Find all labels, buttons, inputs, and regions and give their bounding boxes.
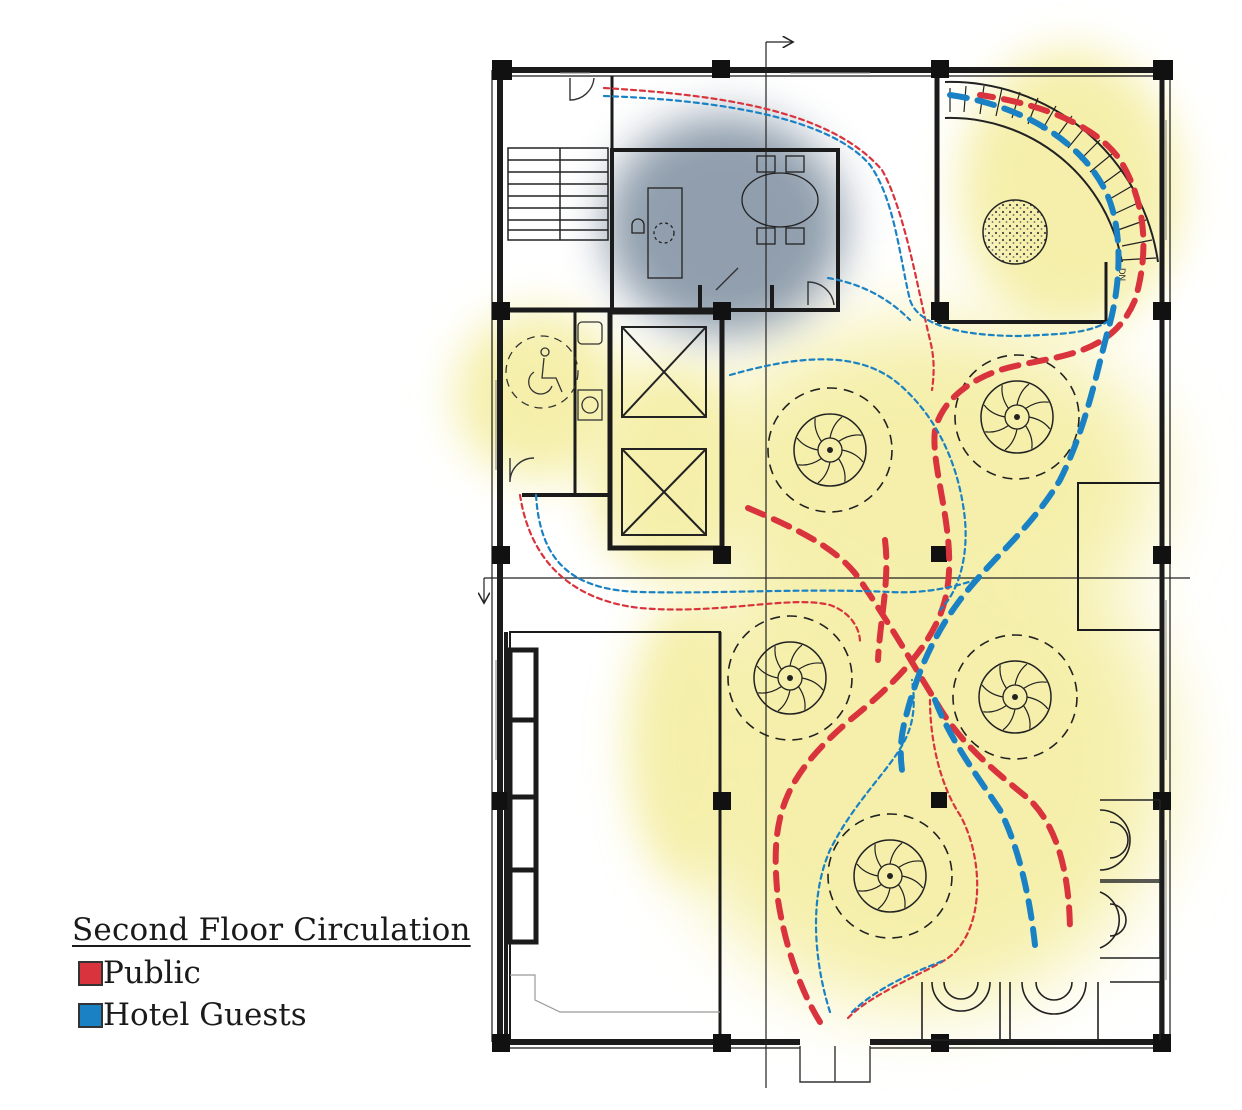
light-wash	[455, 50, 1180, 1010]
public-path-main	[772, 92, 1147, 1025]
guest-path-west	[534, 493, 977, 594]
guest-path-core	[728, 358, 967, 612]
round-table-1	[767, 387, 893, 513]
booth-seating	[921, 799, 1161, 1041]
round-table-5	[827, 813, 953, 939]
legend: Second Floor Circulation Public Hotel Gu…	[72, 912, 471, 1032]
glow-stair	[960, 50, 1180, 330]
legend-label-public: Public	[103, 955, 201, 991]
restroom-fixtures	[505, 321, 603, 421]
lounge-tables	[727, 354, 1080, 939]
hotel-guests-swatch	[78, 1002, 103, 1028]
circulation-public	[518, 86, 1147, 1025]
diagram-title: Second Floor Circulation	[72, 912, 471, 948]
round-table-3	[727, 615, 853, 741]
circulation-guests	[534, 92, 1122, 1014]
public-swatch	[78, 960, 103, 986]
structural-columns	[492, 60, 1173, 1052]
public-path-west	[518, 493, 862, 644]
guest-path-main	[897, 92, 1122, 773]
public-path-south	[875, 537, 890, 663]
stair-dn-label: DN	[1117, 268, 1127, 281]
elevators	[621, 326, 707, 536]
glow-west	[630, 600, 750, 880]
public-path-lower	[846, 698, 979, 1020]
round-table-4	[952, 634, 1078, 760]
public-path-north	[602, 86, 935, 392]
round-table-2	[954, 354, 1080, 480]
guest-path-lower	[814, 678, 915, 1014]
guest-path-north	[602, 94, 1112, 338]
glow-lounge-lower	[670, 510, 1170, 1010]
legend-item-hotel-guests: Hotel Guests	[72, 998, 471, 1032]
legend-label-hotel-guests: Hotel Guests	[103, 997, 307, 1033]
curved-stair: DN	[944, 80, 1159, 281]
guest-path-south	[850, 958, 947, 1014]
guest-path-office	[826, 276, 912, 322]
glow-elevator	[590, 360, 750, 580]
stair-left	[507, 147, 609, 241]
storage-panels	[507, 647, 539, 945]
public-path-east	[745, 505, 1073, 938]
section-lines	[484, 42, 1190, 1088]
door-swings	[509, 77, 871, 1083]
windows	[495, 72, 1167, 980]
legend-item-public: Public	[72, 956, 471, 990]
office-shade	[605, 115, 845, 335]
guest-path-east	[932, 697, 1038, 948]
